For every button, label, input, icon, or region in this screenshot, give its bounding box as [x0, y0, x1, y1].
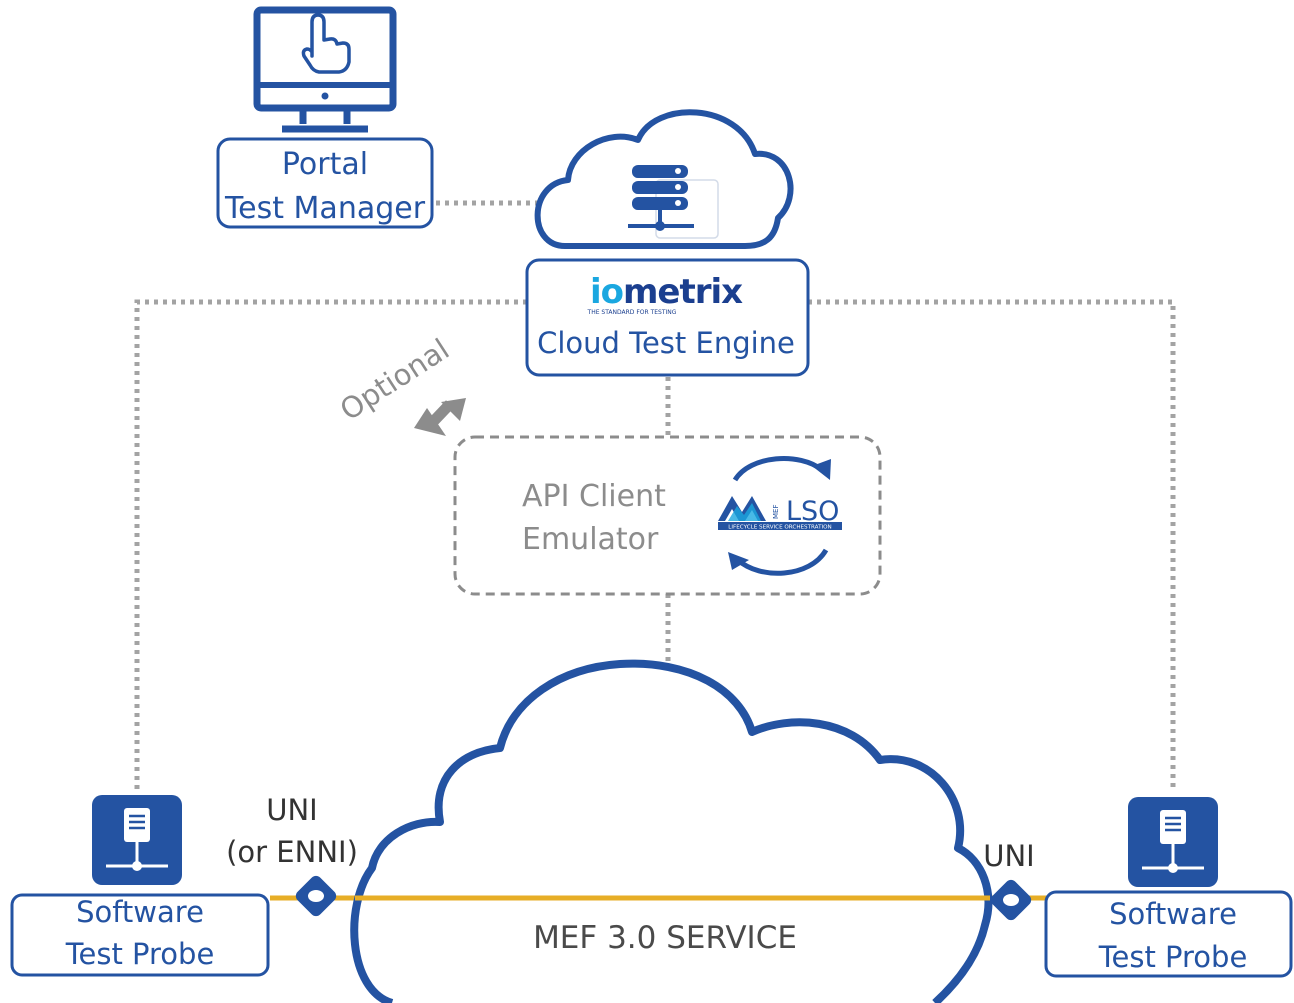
api-client-line1: API Client: [522, 479, 666, 514]
left-interface-node: [295, 875, 337, 917]
dotted-connectors: [134, 200, 1176, 790]
api-client-line2: Emulator: [522, 522, 659, 557]
left-probe-line1: Software: [76, 895, 204, 929]
left-probe-icon: [92, 795, 182, 885]
mef-service-cloud: [350, 659, 993, 1003]
cloud-test-engine-label: Cloud Test Engine: [537, 326, 795, 360]
optional-arrow-icon: [414, 398, 466, 436]
left-interface-line1: UNI: [266, 793, 317, 827]
mef-lso-logo: MEF LSO LIFECYCLE SERVICE ORCHESTRATION: [718, 496, 842, 531]
cloud-test-engine-box: iometrix THE STANDARD FOR TESTING Cloud …: [525, 258, 810, 377]
portal-line2: Test Manager: [224, 191, 426, 226]
right-test-probe-box: Software Test Probe: [1044, 890, 1293, 978]
iometrix-logo: iometrix: [590, 272, 743, 312]
api-client-emulator-box: API Client Emulator: [453, 435, 882, 596]
server-stack-icon: [628, 165, 694, 231]
lso-refresh-icon: [728, 456, 831, 576]
right-probe-icon: [1128, 797, 1218, 887]
portal-line1: Portal: [282, 147, 368, 182]
brand-metrix: metrix: [623, 272, 743, 312]
right-probe-line1: Software: [1109, 897, 1237, 931]
right-interface-line1: UNI: [983, 839, 1034, 873]
lso-mef-text: MEF: [772, 505, 780, 520]
lso-text: LSO: [786, 496, 839, 527]
lso-tagline: LIFECYCLE SERVICE ORCHESTRATION: [728, 525, 831, 531]
brand-io: io: [590, 272, 623, 312]
connector-engine-left-probe: [134, 299, 527, 790]
iometrix-tagline: THE STANDARD FOR TESTING: [587, 309, 677, 316]
portal-test-manager-box: Portal Test Manager: [216, 137, 434, 229]
left-test-probe-box: Software Test Probe: [10, 893, 270, 977]
left-interface-line2: (or ENNI): [226, 835, 358, 869]
right-probe-line2: Test Probe: [1098, 940, 1248, 974]
right-interface-node: [990, 879, 1032, 921]
service-label: MEF 3.0 SERVICE: [533, 920, 797, 956]
left-probe-line2: Test Probe: [65, 937, 215, 971]
monitor-pointer-icon: [253, 6, 397, 133]
